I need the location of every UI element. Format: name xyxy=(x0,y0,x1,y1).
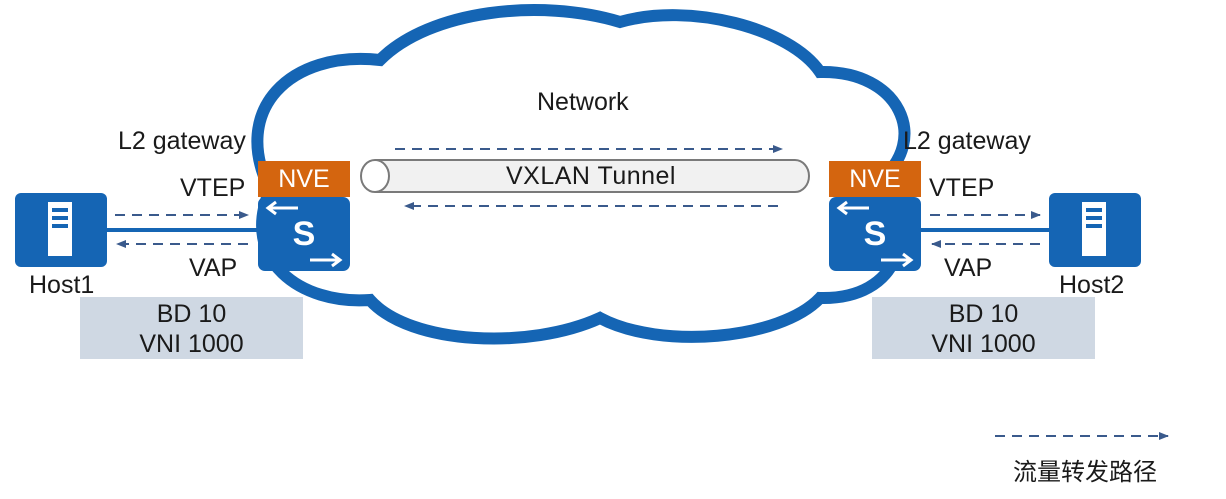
left-switch: S xyxy=(258,197,350,271)
right-switch-arrow-left-icon xyxy=(836,200,869,216)
left-gateway-label: L2 gateway xyxy=(118,127,246,155)
left-bd-box: BD 10 VNI 1000 xyxy=(80,297,303,359)
right-gateway-label: L2 gateway xyxy=(903,127,1031,155)
vxlan-tunnel xyxy=(360,159,810,193)
right-bd-box: BD 10 VNI 1000 xyxy=(872,297,1095,359)
right-vni-label: VNI 1000 xyxy=(931,330,1036,358)
left-switch-arrow-right-icon xyxy=(310,252,343,268)
host1-server-icon xyxy=(15,193,107,267)
host2-server-icon xyxy=(1049,193,1141,267)
left-switch-glyph: S xyxy=(293,215,316,253)
right-switch-arrow-right-icon xyxy=(881,252,914,268)
right-nve-box: NVE xyxy=(829,161,921,197)
left-vtep-label: VTEP xyxy=(180,174,246,202)
left-vap-label: VAP xyxy=(189,254,238,282)
legend-label: 流量转发路径 xyxy=(1013,458,1157,486)
right-vtep-label: VTEP xyxy=(929,174,995,202)
right-switch: S xyxy=(829,197,921,271)
right-bd-label: BD 10 xyxy=(948,300,1019,328)
host2-label: Host2 xyxy=(1059,271,1125,299)
left-bd-label: BD 10 xyxy=(156,300,227,328)
right-switch-glyph: S xyxy=(864,215,887,253)
left-vni-label: VNI 1000 xyxy=(139,330,244,358)
network-label: Network xyxy=(537,88,629,116)
right-vap-label: VAP xyxy=(944,254,993,282)
tunnel-label: VXLAN Tunnel xyxy=(506,162,676,190)
left-switch-arrow-left-icon xyxy=(265,200,298,216)
left-nve-box: NVE xyxy=(258,161,350,197)
host1-label: Host1 xyxy=(29,271,95,299)
